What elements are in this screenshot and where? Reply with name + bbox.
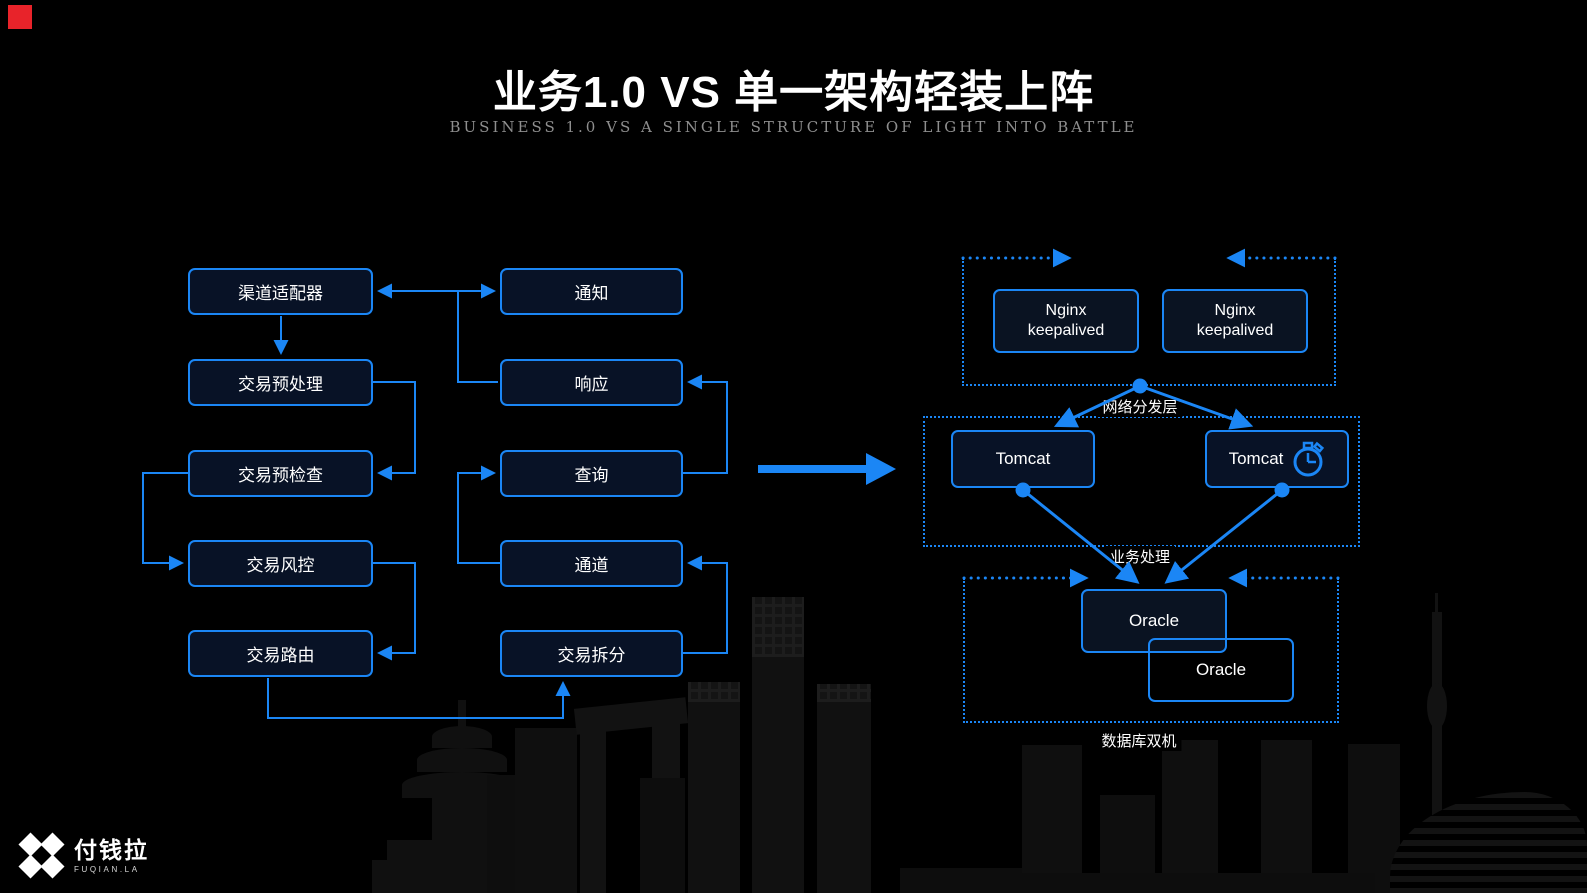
edge-query-to-response	[683, 374, 728, 474]
page-title: 业务1.0 VS 单一架构轻装上阵	[492, 68, 1095, 117]
skyline-building	[1261, 740, 1312, 893]
edge-precheck-to-risk	[142, 472, 188, 571]
skyline-building	[515, 728, 577, 893]
node-nginx-keepalived-2: Nginx keepalived	[1162, 289, 1308, 353]
skyline-building	[487, 775, 517, 893]
label-network-dispatch: 网络分发层	[1097, 396, 1183, 417]
flow-node-pre-processing: 交易预处理	[188, 359, 373, 406]
node-nginx-keepalived-1: Nginx keepalived	[993, 289, 1139, 353]
edge-risk-to-routing	[373, 562, 416, 661]
skyline-canton-tower	[1432, 612, 1442, 893]
container-db-layer	[963, 578, 1339, 723]
skyline-pagoda-spire	[458, 700, 466, 728]
logo-name: 付钱拉	[74, 836, 149, 863]
skyline-pagoda-roof1	[432, 726, 492, 748]
skyline-strip	[1015, 873, 1375, 893]
node-tomcat-2: Tomcat	[1205, 430, 1349, 488]
skyline-pagoda-roof2	[417, 748, 507, 772]
logo-domain: FUQIAN.LA	[74, 864, 140, 874]
skyline-pagoda-body	[432, 798, 492, 840]
edge-split-to-channel	[683, 555, 728, 654]
page-subtitle: BUSINESS 1.0 VS A SINGLE STRUCTURE OF LI…	[449, 118, 1138, 136]
flow-node-notify: 通知	[500, 268, 683, 315]
logo: 付钱拉 FUQIAN.LA	[18, 832, 149, 879]
skyline-building	[640, 778, 685, 893]
skyline-canton-bulge	[1427, 683, 1447, 729]
edge-routing-to-split	[267, 678, 571, 719]
skyline-tower-cap	[817, 684, 871, 702]
flow-node-query: 查询	[500, 450, 683, 497]
node-tomcat-1: Tomcat	[951, 430, 1095, 488]
edge-channel-to-query	[457, 465, 500, 564]
skyline-dome	[1390, 792, 1587, 893]
skyline-cctv-leg	[580, 722, 606, 893]
skyline-building	[900, 868, 1030, 893]
red-accent-block	[8, 5, 32, 29]
skyline-canton-antenna	[1435, 593, 1438, 615]
skyline-tower	[817, 684, 871, 893]
fuqianla-diamond-icon	[18, 832, 65, 879]
edge-preprocess-to-precheck	[373, 381, 416, 481]
skyline-building	[1022, 745, 1082, 893]
stopwatch-icon	[1293, 441, 1325, 477]
flow-node-channel: 通道	[500, 540, 683, 587]
flow-node-pre-check: 交易预检查	[188, 450, 373, 497]
skyline-building	[1162, 740, 1218, 893]
skyline-tower	[688, 682, 740, 893]
flow-node-response: 响应	[500, 359, 683, 406]
label-business-process: 业务处理	[1104, 546, 1176, 567]
flow-node-split: 交易拆分	[500, 630, 683, 677]
transform-arrow	[758, 453, 896, 485]
skyline-tower-cap	[688, 682, 740, 702]
skyline-tower-cap	[752, 597, 804, 657]
label-database-dual: 数据库双机	[1096, 730, 1182, 751]
flow-node-routing: 交易路由	[188, 630, 373, 677]
flow-node-risk-control: 交易风控	[188, 540, 373, 587]
node-tomcat-2-label: Tomcat	[1228, 449, 1284, 468]
node-oracle-2: Oracle	[1148, 638, 1294, 702]
edge-response-junction	[457, 291, 498, 383]
flow-node-channel-adapter: 渠道适配器	[188, 268, 373, 315]
